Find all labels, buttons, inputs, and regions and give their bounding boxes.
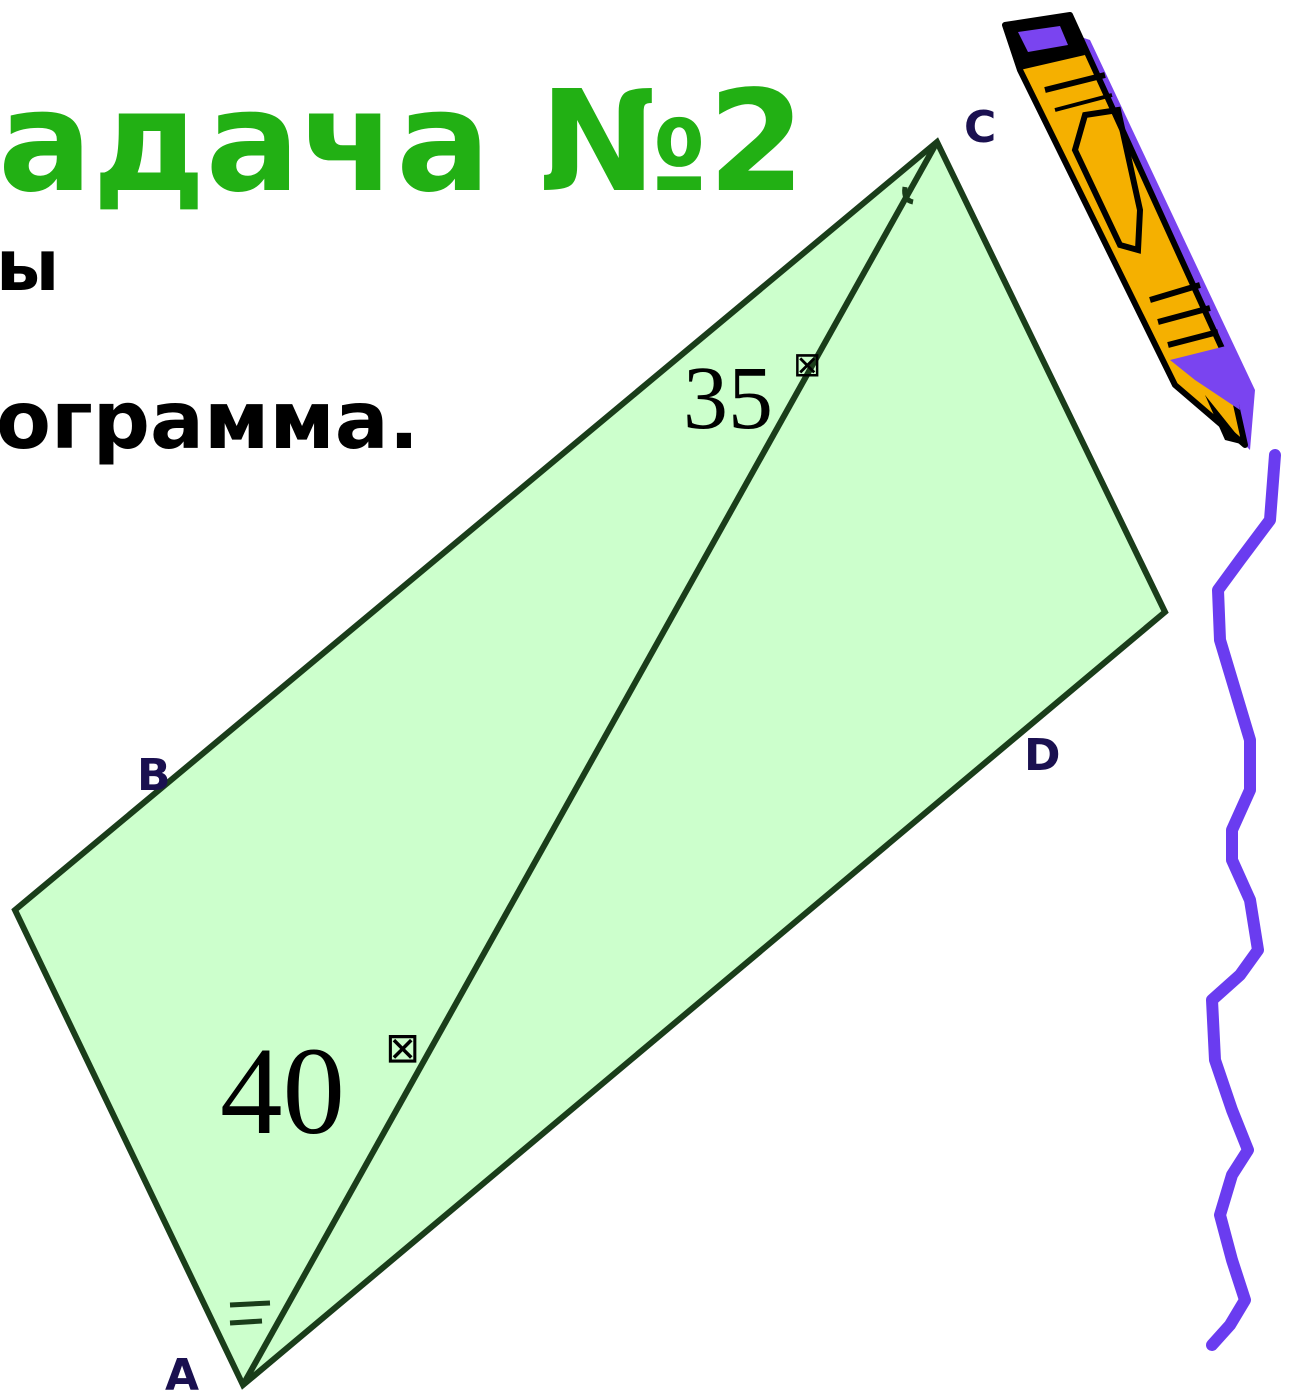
vertex-label-b: B <box>137 750 171 801</box>
diagonal-ac <box>240 140 940 1387</box>
angle-mark-c <box>902 186 914 205</box>
degree-symbol-35: ⊠ <box>793 347 822 384</box>
pencil-icon <box>1002 12 1255 450</box>
vertex-label-a: A <box>165 1350 199 1394</box>
angle-label-35: 35 <box>683 349 773 448</box>
angle-label-40: 40 <box>220 1023 345 1161</box>
body-text-line-1: ы <box>0 225 59 307</box>
vertex-label-d: D <box>1024 730 1061 781</box>
angle-mark-a <box>229 1300 271 1326</box>
degree-symbol-40: ⊠ <box>385 1026 420 1072</box>
wavy-line-icon <box>1206 449 1281 1351</box>
body-text-line-2: ограмма. <box>0 374 419 467</box>
slide-title: адача №2 <box>0 61 805 224</box>
vertex-label-c: C <box>964 102 996 153</box>
